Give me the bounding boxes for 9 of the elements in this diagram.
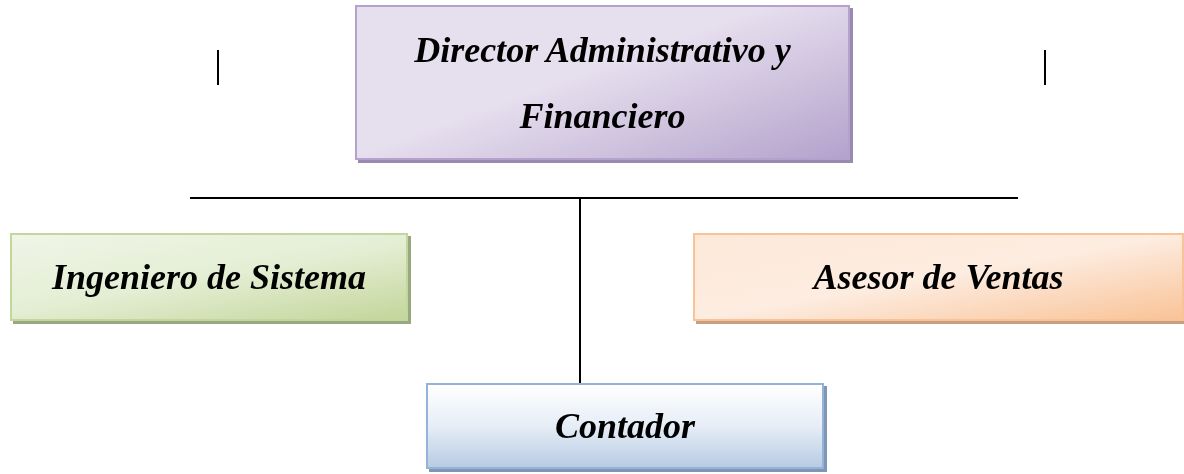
- org-box: [355, 5, 850, 160]
- role-title: Asesor de Ventas: [813, 257, 1064, 297]
- org-box: [693, 233, 1184, 321]
- role-title: Contador: [554, 406, 695, 446]
- org-box: [426, 383, 824, 469]
- connector-line: [579, 197, 581, 384]
- role-title: Director Administrativo y Financiero: [413, 28, 792, 138]
- org-box: [10, 233, 408, 321]
- role-title: Ingeniero de Sistema: [52, 257, 366, 297]
